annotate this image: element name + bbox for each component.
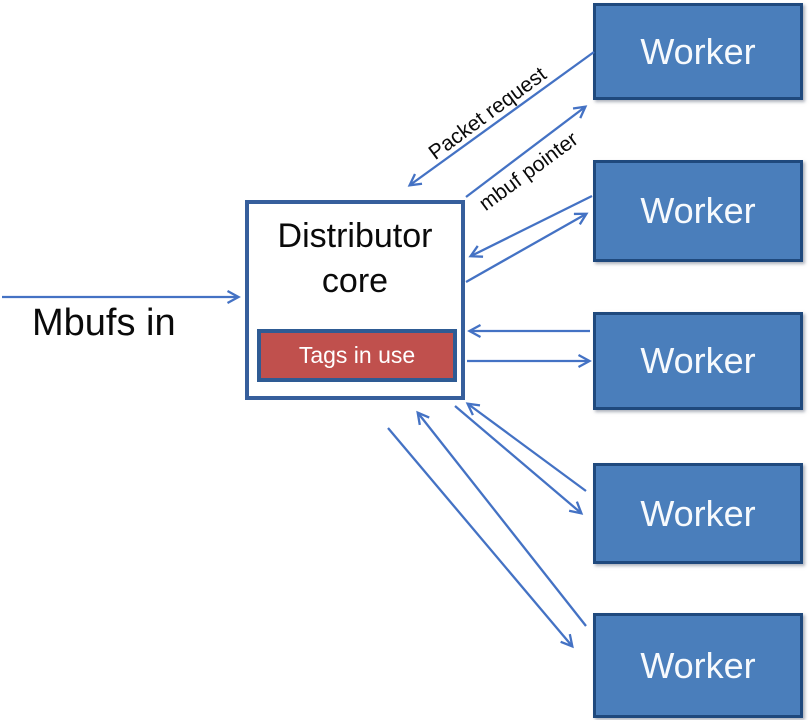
- worker-node-5: Worker: [593, 613, 803, 718]
- worker-node-4: Worker: [593, 463, 803, 564]
- packet-request-label: Packet request: [424, 62, 551, 165]
- worker-label: Worker: [640, 492, 756, 534]
- worker-node-1: Worker: [593, 3, 803, 100]
- worker-label: Worker: [640, 340, 756, 381]
- worker-node-2: Worker: [593, 160, 803, 262]
- tags-in-use-node: Tags in use: [257, 329, 457, 382]
- arrow-distributor-to-worker2: [465, 212, 589, 284]
- mbuf-pointer-label: mbuf pointer: [474, 127, 583, 216]
- arrow-worker4-to-distributor: [465, 402, 587, 492]
- arrow-worker5-to-distributor: [416, 410, 587, 627]
- worker-label: Worker: [640, 30, 756, 72]
- tags-in-use-label: Tags in use: [298, 342, 416, 368]
- mbufs-in-label: Mbufs in: [32, 302, 176, 344]
- distributor-core-label: Distributor core: [277, 217, 433, 300]
- arrow-distributor-to-worker5: [387, 427, 574, 649]
- worker-label: Worker: [640, 190, 756, 231]
- worker-node-3: Worker: [593, 312, 803, 410]
- arrow-distributor-to-worker4: [454, 405, 584, 515]
- worker-label: Worker: [640, 644, 756, 686]
